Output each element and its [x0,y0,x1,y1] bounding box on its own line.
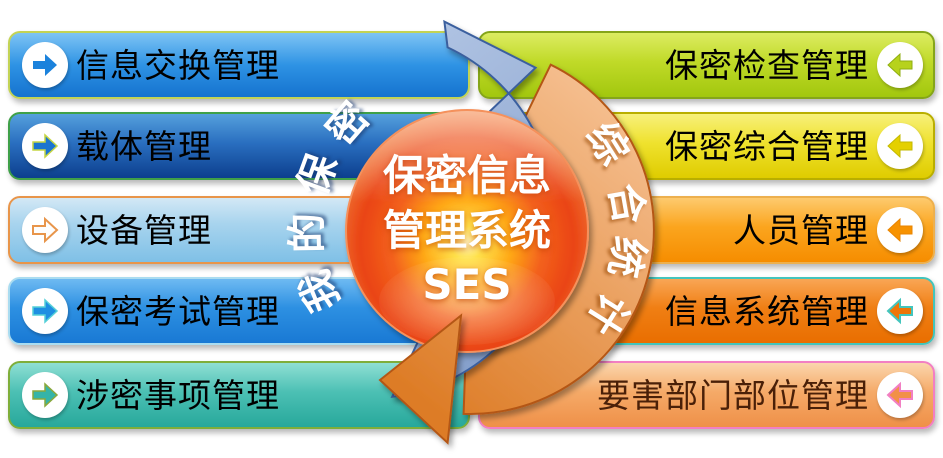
module-label: 信息系统管理 [665,291,869,331]
module-label: 保密综合管理 [665,126,869,166]
module-label: 要害部门部位管理 [597,375,869,415]
module-label: 保密检查管理 [665,45,869,85]
arrow-left-icon [877,123,923,169]
module-secrecy-exam[interactable]: 保密考试管理 [8,277,470,345]
module-label: 信息交换管理 [76,45,280,85]
module-personnel[interactable]: 人员管理 [478,196,935,264]
arrow-right-icon [22,288,68,334]
arrow-left-icon [877,372,923,418]
module-info-exchange[interactable]: 信息交换管理 [8,31,470,99]
module-label: 载体管理 [76,126,212,166]
arrow-right-icon [22,372,68,418]
arrow-left-icon [877,42,923,88]
module-secrecy-comprehensive[interactable]: 保密综合管理 [478,112,935,180]
module-label: 人员管理 [733,210,869,250]
arrow-right-icon [22,207,68,253]
arrow-left-icon [877,207,923,253]
module-media[interactable]: 载体管理 [8,112,470,180]
module-equipment[interactable]: 设备管理 [8,196,470,264]
module-label: 保密考试管理 [76,291,280,331]
module-classified-matters[interactable]: 涉密事项管理 [8,361,470,429]
arrow-right-icon [22,123,68,169]
module-key-departments[interactable]: 要害部门部位管理 [478,361,935,429]
arrow-right-icon [22,42,68,88]
module-info-system[interactable]: 信息系统管理 [478,277,935,345]
module-secrecy-inspection[interactable]: 保密检查管理 [478,31,935,99]
module-label: 涉密事项管理 [76,375,280,415]
arrow-left-icon [877,288,923,334]
module-label: 设备管理 [76,210,212,250]
